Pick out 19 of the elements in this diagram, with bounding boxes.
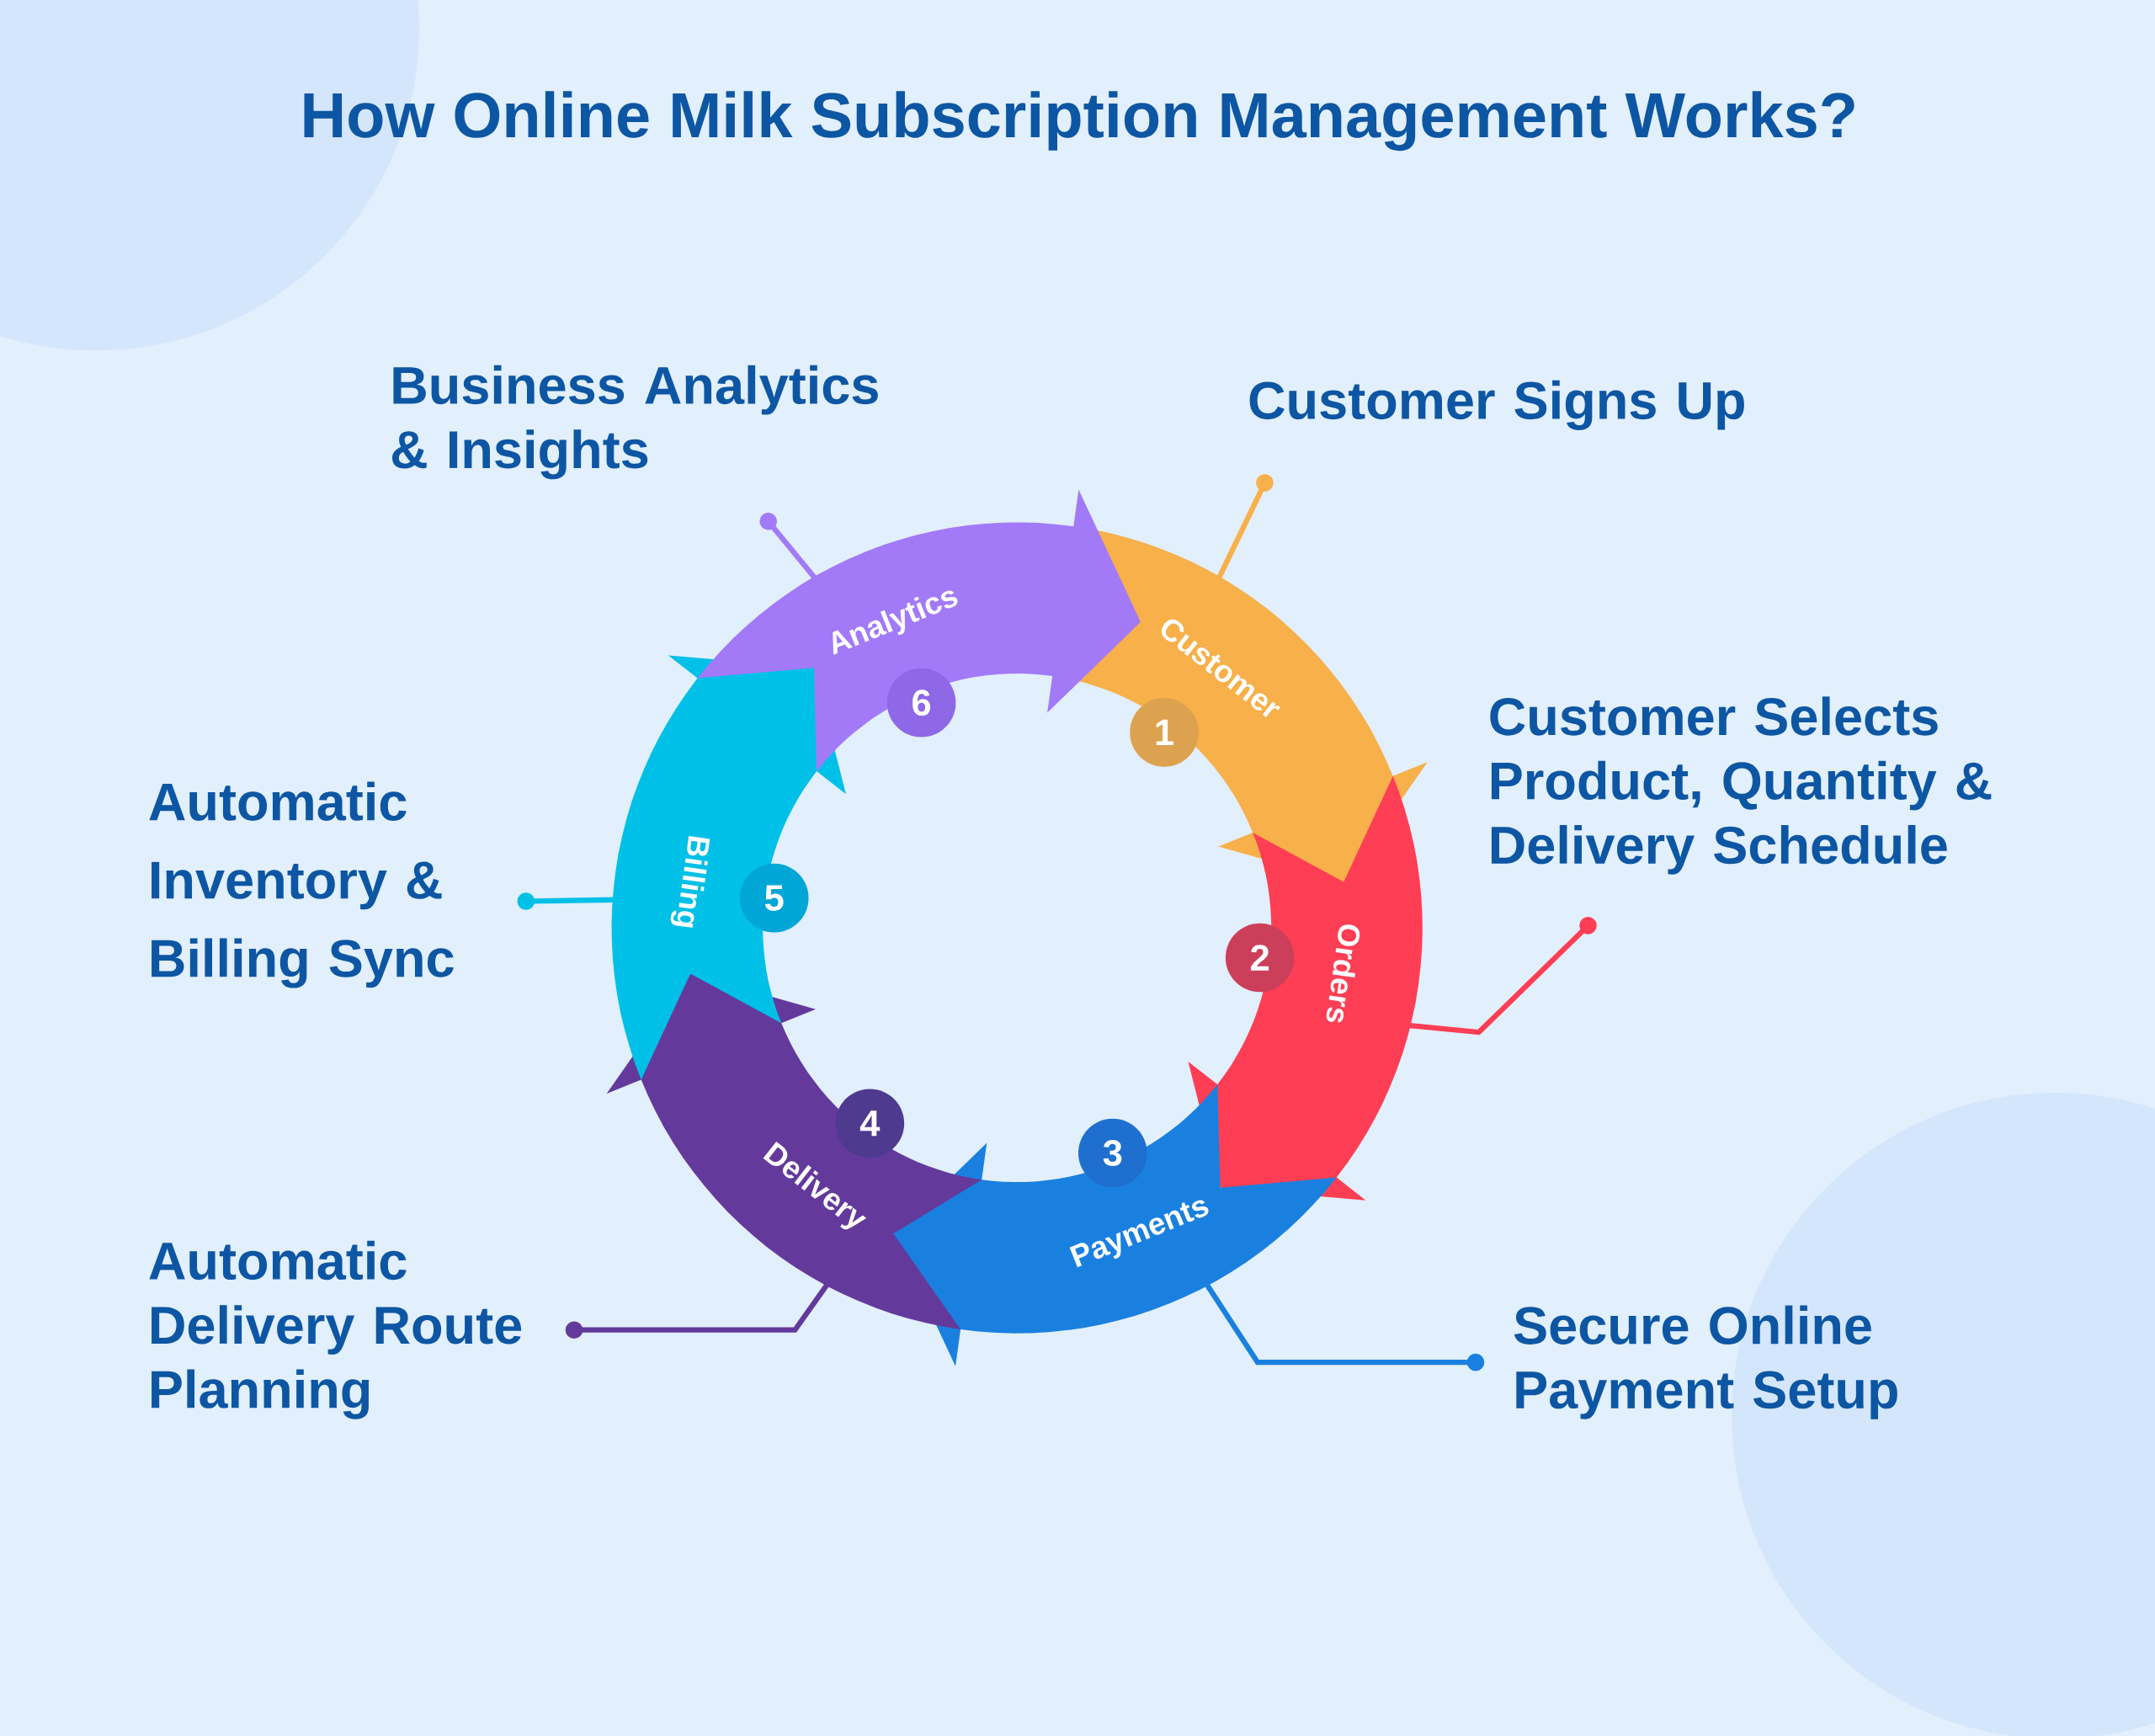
number-badge: 1 <box>1130 698 1199 767</box>
number-badge: 6 <box>886 668 956 738</box>
leader-line <box>1204 1281 1485 1371</box>
number-badge: 2 <box>1225 923 1295 993</box>
title: How Online Milk Subscription Management Works? <box>304 91 1854 152</box>
leader-line <box>759 512 818 581</box>
step-description: Automatic Delivery Route Planning <box>149 1240 522 1419</box>
step-description: Customer Signs Up <box>1249 380 1744 430</box>
leader-line <box>1407 917 1597 1036</box>
step-description: Automatic Inventory & Billing Sync <box>149 781 454 988</box>
number-badge: 3 <box>1078 1118 1147 1188</box>
step-description: Customer Selects Product, Quantity & Delivery Schedule <box>1490 696 1992 875</box>
step-description: Secure Online Payment Setup <box>1514 1305 1897 1419</box>
leader-line <box>1216 474 1274 581</box>
leader-line <box>517 892 615 910</box>
step-description: Business Analytics & Insights <box>392 365 878 480</box>
number-badge: 4 <box>835 1089 905 1158</box>
leader-line <box>565 1281 831 1339</box>
number-badge: 5 <box>739 863 809 933</box>
